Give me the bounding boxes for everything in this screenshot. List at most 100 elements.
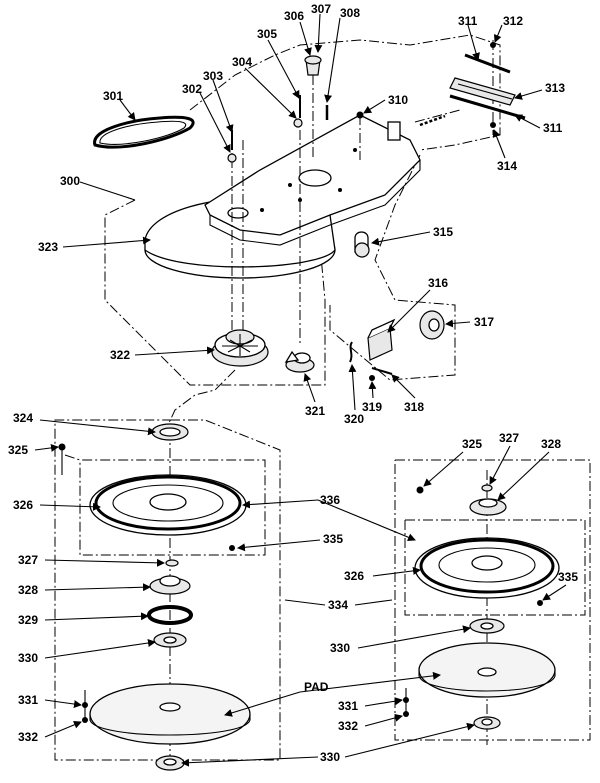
- leader-332-left: [44, 721, 82, 738]
- plate-330-right-hole: [480, 622, 494, 630]
- deck-center-hole: [298, 169, 332, 187]
- leader-324: [39, 419, 156, 436]
- pad-holder-326-right-inner: [438, 547, 536, 583]
- label-319: 319: [362, 400, 382, 414]
- leader-315: [371, 231, 431, 246]
- hardware-top: [227, 55, 329, 163]
- label-305: 305: [257, 27, 277, 41]
- leader-318: [391, 374, 416, 399]
- ring-329: [147, 605, 193, 625]
- label-311-top: 311: [458, 14, 478, 28]
- washer-304: [293, 118, 303, 128]
- leader-302: [199, 92, 231, 153]
- leader-307: [314, 13, 323, 53]
- knob-306-top: [304, 55, 322, 65]
- leader-328-right: [497, 451, 550, 501]
- rod-313: [419, 114, 446, 127]
- leader-311-bottom: [514, 114, 541, 129]
- nut-314: [490, 122, 496, 128]
- leader-330-right: [357, 625, 471, 649]
- assembly-336-right-outline: [404, 519, 586, 616]
- bolt-310: [356, 111, 364, 119]
- screw-319: [369, 375, 375, 381]
- pad-left-hole: [159, 702, 181, 712]
- pad-holder-326-hub: [149, 493, 187, 511]
- label-316: 316: [428, 276, 448, 290]
- label-330-left: 330: [18, 651, 38, 665]
- pad-right-edge: [418, 670, 556, 692]
- label-330-right: 330: [330, 641, 350, 655]
- label-327-right: 327: [499, 431, 519, 445]
- clutch-328-left-top: [159, 575, 181, 587]
- leader-311-top: [467, 24, 480, 61]
- label-325-left: 325: [8, 443, 28, 457]
- label-313: 313: [545, 81, 565, 95]
- pulley-322-spokes: [222, 334, 258, 356]
- leader-313: [514, 89, 543, 100]
- belt-301: [93, 115, 195, 149]
- ring-324-hole: [159, 427, 181, 437]
- label-310: 310: [388, 93, 408, 107]
- leader-330-bottom-right: [344, 722, 475, 758]
- deck-bolt-hole-4: [260, 208, 264, 212]
- label-315: 315: [433, 225, 453, 239]
- leader-325-right: [423, 451, 464, 487]
- pad-left-edge: [89, 714, 251, 736]
- label-pad: PAD: [304, 680, 329, 694]
- label-300: 300: [60, 174, 80, 188]
- leader-334-left: [284, 599, 326, 606]
- connector-322-324: [167, 369, 236, 426]
- leader-334-right: [354, 599, 393, 606]
- plate-330-bottom-hole: [163, 758, 177, 766]
- label-322: 322: [110, 348, 130, 362]
- label-328-left: 328: [18, 583, 38, 597]
- label-336: 336: [320, 493, 340, 507]
- leader-330-bottom-left: [181, 756, 319, 767]
- washer-332-right: [403, 711, 409, 717]
- assembly-334-outline: [54, 419, 281, 761]
- assembly-300-top-outline: [189, 34, 501, 151]
- leader-pad-right: [299, 671, 441, 693]
- label-323: 323: [38, 240, 58, 254]
- leader-331-left: [44, 699, 82, 708]
- pulley-322: [211, 329, 269, 367]
- leader-325-left: [34, 443, 59, 452]
- label-325-right: 325: [462, 437, 482, 451]
- label-306: 306: [284, 9, 304, 23]
- leader-320: [348, 364, 357, 411]
- leader-306: [299, 21, 312, 56]
- belt-301-inner: [99, 120, 187, 145]
- leader-336-right: [317, 499, 416, 542]
- strip-311-bottom: [449, 94, 526, 120]
- leader-305: [267, 39, 300, 99]
- label-308: 308: [340, 6, 360, 20]
- leader-335-left: [237, 539, 321, 552]
- leader-327-left: [44, 558, 165, 567]
- label-331-right: 331: [338, 699, 358, 713]
- assembly-300-outline: [104, 199, 326, 386]
- deck-bracket: [387, 121, 401, 141]
- screw-335-right: [537, 600, 543, 606]
- label-303: 303: [203, 69, 223, 83]
- left-pad-assembly: [58, 423, 251, 771]
- pad-holder-326-right-rim: [419, 538, 555, 594]
- plate-317-center: [428, 318, 440, 332]
- label-329: 329: [18, 613, 38, 627]
- label-327-left: 327: [18, 553, 38, 567]
- switch-box-316: [367, 327, 393, 361]
- electrical-parts: [349, 310, 445, 381]
- label-332-right: 332: [338, 719, 358, 733]
- label-318: 318: [404, 400, 424, 414]
- plate-330-left-hole: [163, 636, 177, 644]
- label-334: 334: [328, 598, 348, 612]
- strip-311-top: [464, 53, 511, 74]
- leader-314: [492, 129, 506, 159]
- leader-326-left: [39, 502, 101, 511]
- deck-bolt-hole-3: [353, 148, 357, 152]
- deck-top-plate-edge: [209, 160, 421, 246]
- right-pad-assembly: [403, 470, 560, 745]
- screw-335-left: [229, 545, 235, 551]
- label-320: 320: [344, 412, 364, 426]
- leader-310: [363, 99, 386, 114]
- label-335-right: 335: [558, 570, 578, 584]
